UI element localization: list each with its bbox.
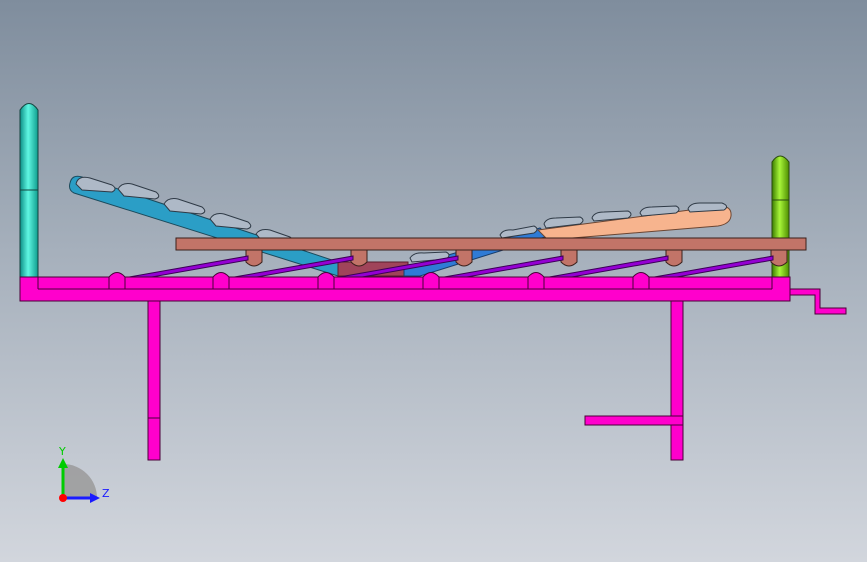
mattress-back-section[interactable] [69,175,345,277]
orientation-triad[interactable]: Y Z [58,445,110,503]
triad-plane-indicator [63,464,97,498]
bed-legs[interactable] [147,300,684,461]
z-axis-arrow [90,493,100,503]
z-axis-label: Z [102,487,110,500]
support-plank[interactable] [175,237,807,267]
headboard-post[interactable] [19,103,39,279]
origin-dot [59,494,67,502]
slats[interactable] [117,255,774,284]
y-axis-label: Y [58,445,66,458]
mattress-foot-section[interactable] [536,202,732,241]
bed-frame[interactable] [19,272,791,302]
crank-handle[interactable] [789,288,847,315]
y-axis-arrow [58,458,68,468]
